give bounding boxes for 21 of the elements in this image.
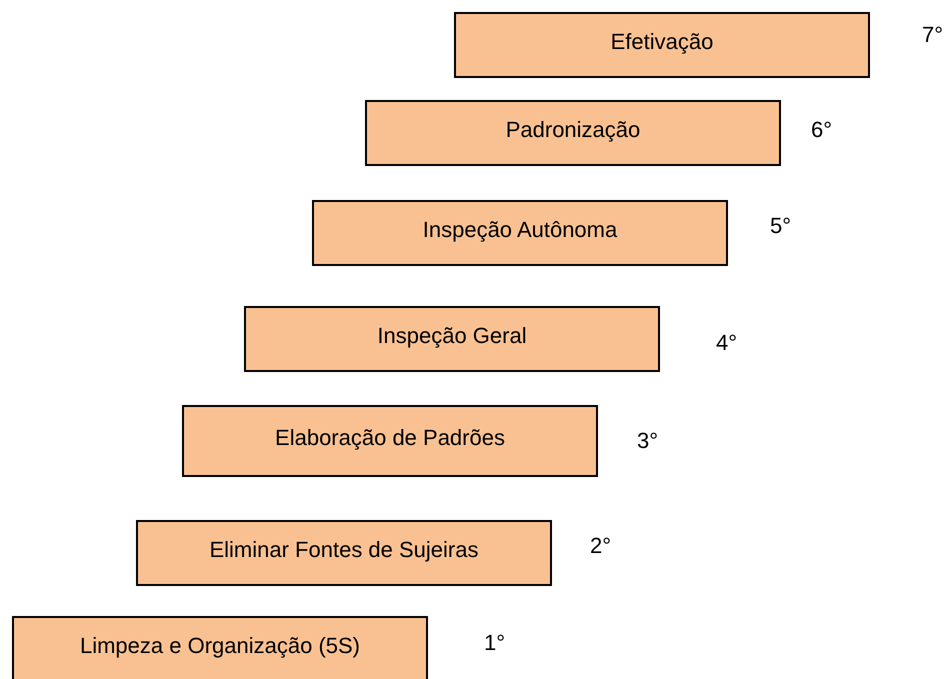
step-label: Limpeza e Organização (5S) [80,633,360,659]
step-box [365,100,781,166]
step-label: Eliminar Fontes de Sujeiras [209,537,478,563]
step-label: Inspeção Geral [377,323,527,349]
step-label: Inspeção Autônoma [422,217,618,243]
step-number: 4° [716,330,738,356]
step-box [244,306,660,372]
step-box [312,200,728,266]
step-box [136,520,552,586]
step-number: 5° [770,213,792,239]
step-label: Efetivação [610,29,714,55]
step-box [12,616,428,679]
step-box [182,405,598,477]
step-number: 6° [811,117,832,143]
step-box [454,12,870,78]
step-label: Elaboração de Padrões [275,425,505,451]
step-number: 2° [590,533,612,559]
step-label: Padronização [506,117,640,143]
step-number: 1° [484,630,506,656]
step-number: 7° [922,22,944,48]
step-number: 3° [637,428,658,454]
